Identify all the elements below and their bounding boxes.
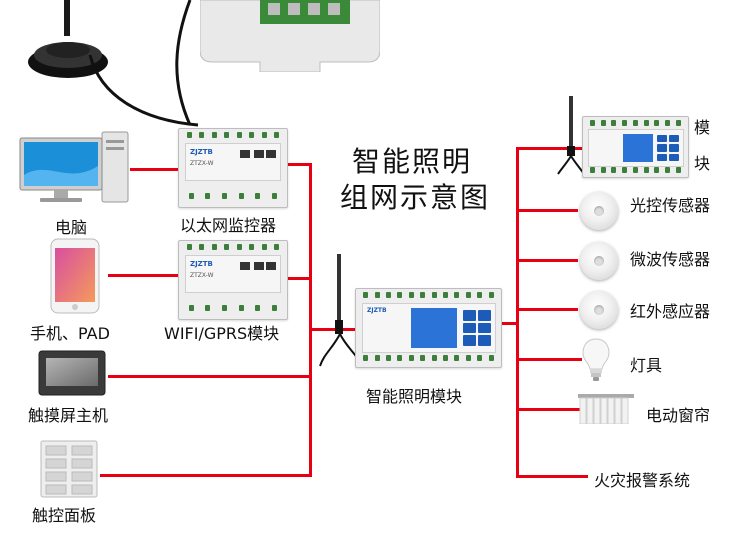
line-phone [108, 274, 180, 277]
curtain-label: 电动窗帘 [646, 406, 711, 425]
ethernet-monitor-module: ZJZTB ZTZX-W [178, 128, 288, 208]
ir-sensor-label: 红外感应器 [630, 302, 711, 321]
line-panel [100, 474, 312, 477]
diagram-title-line1: 智能照明 [352, 145, 473, 178]
right-control-module [582, 116, 689, 178]
wifi-gprs-label: WIFI/GPRS模块 [164, 324, 280, 343]
top-partial-module [199, 0, 381, 73]
top-cable-right [160, 0, 200, 130]
branch-curtain [516, 408, 580, 411]
sensor-icon [580, 192, 618, 230]
line-touchscreen [108, 375, 312, 378]
module-brand: ZJZTB [190, 260, 213, 268]
branch-ir-sensor [516, 308, 578, 311]
line-center-to-right [500, 322, 518, 325]
line-pc [130, 168, 180, 171]
pc-label: 电脑 [55, 218, 88, 237]
left-trunk-line [309, 163, 312, 476]
branch-lamp [516, 358, 582, 361]
fire-alarm-label: 火灾报警系统 [594, 471, 691, 490]
keypad [463, 310, 491, 346]
keypad [657, 135, 679, 161]
phone-icon [50, 238, 100, 314]
lamp-label: 灯具 [630, 356, 663, 375]
lcd-screen [411, 308, 457, 348]
touchscreen-label: 触摸屏主机 [28, 406, 109, 425]
diagram-title-line2: 组网示意图 [340, 181, 491, 214]
right-module-label-line2: 块 [694, 154, 711, 173]
branch-fire-alarm [516, 475, 588, 478]
branch-microwave-sensor [516, 259, 578, 262]
module-model: ZTZX-W [190, 272, 214, 279]
top-cable [60, 54, 200, 130]
bulb-icon [582, 338, 610, 382]
curtain-icon [578, 394, 634, 425]
module-brand: ZJZTB [367, 307, 387, 314]
module-model: ZTZX-W [190, 160, 214, 167]
branch-light-sensor [516, 209, 578, 212]
ethernet-monitor-label: 以太网监控器 [180, 216, 277, 235]
wifi-gprs-module: ZJZTB ZTZX-W [178, 240, 288, 320]
light-sensor-label: 光控传感器 [630, 196, 711, 215]
lighting-control-module: ZJZTB [355, 288, 502, 368]
sensor-icon [580, 291, 618, 329]
panel-label: 触控面板 [32, 506, 97, 525]
module-brand: ZJZTB [190, 148, 213, 156]
branch-module [516, 147, 582, 150]
line-eth-to-trunk [288, 163, 312, 166]
right-trunk-line [516, 147, 519, 478]
top-antenna-icon [18, 0, 118, 85]
line-trunk-to-center [309, 328, 355, 331]
monitor-icon [18, 130, 130, 206]
microwave-sensor-label: 微波传感器 [630, 250, 711, 269]
sensor-icon [580, 242, 618, 280]
phone-label: 手机、PAD [30, 324, 110, 343]
center-module-label: 智能照明模块 [366, 387, 463, 406]
touchscreen-icon [38, 350, 106, 396]
right-module-label-line1: 模 [694, 118, 711, 137]
panel-icon [40, 440, 98, 498]
line-wifi-to-trunk [288, 277, 312, 280]
lcd-screen [623, 134, 653, 162]
